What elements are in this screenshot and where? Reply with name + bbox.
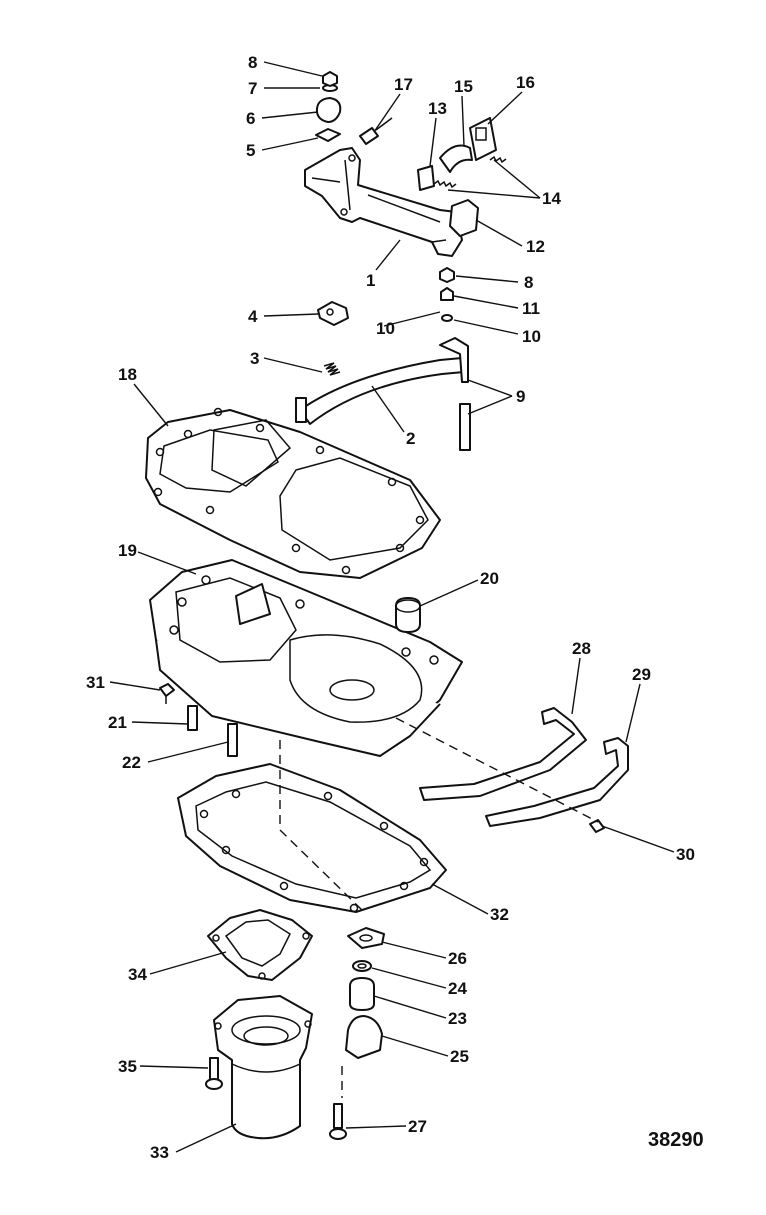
callout-26: 25 (450, 1047, 469, 1066)
callout-36: 35 (118, 1057, 137, 1076)
part-36-screw (205, 1057, 223, 1090)
part-17-plate (469, 117, 497, 161)
part-27-plate (347, 927, 385, 949)
part-16-cam (439, 144, 473, 173)
part-8-nut-top (322, 71, 338, 87)
callout-11: 10 (376, 319, 395, 338)
callout-17: 16 (516, 73, 535, 92)
part-14-clip (417, 165, 435, 191)
callout-18: 17 (394, 75, 413, 94)
part-25-washer (352, 960, 372, 972)
callout-13: 12 (526, 237, 545, 256)
callout-33: 32 (490, 905, 509, 924)
callout-24: 23 (448, 1009, 467, 1028)
part-35-gasket (207, 909, 313, 981)
callout-34: 33 (150, 1143, 169, 1162)
callout-4: 4 (248, 307, 258, 326)
callout-1: 1 (366, 271, 375, 290)
part-33-lower-gasket (177, 763, 447, 913)
part-20-adapter-plate (149, 559, 463, 757)
part-28-screw (329, 1103, 347, 1140)
callout-31: 30 (676, 845, 695, 864)
part-19-top-gasket (145, 407, 441, 579)
part-32-screw (159, 683, 175, 704)
callout-2: 2 (406, 429, 415, 448)
callout-7: 7 (248, 79, 257, 98)
figure-number: 38290 (648, 1129, 704, 1151)
part-29-bracket (419, 707, 587, 801)
callout-22: 21 (108, 713, 127, 732)
part-4-bracket (317, 301, 349, 326)
callout-30: 29 (632, 665, 651, 684)
callout-19: 18 (118, 365, 137, 384)
callout-14: 13 (428, 99, 447, 118)
part-6-bushing (315, 97, 342, 123)
callout-21: 20 (480, 569, 499, 588)
part-23-stud (227, 723, 238, 757)
part-13-block (449, 199, 479, 237)
part-24-bushing (349, 977, 375, 1011)
leader-lines (109, 61, 675, 1153)
part-1-bracket (304, 147, 463, 257)
part-31-screw (589, 819, 605, 833)
alignment-line-a (279, 740, 363, 911)
part-10-washer (441, 314, 453, 322)
callout-23: 22 (122, 753, 141, 772)
part-18-screw (359, 117, 393, 145)
callout-32: 31 (86, 673, 105, 692)
part-12-washer (440, 287, 454, 301)
part-2-link-arm (295, 357, 465, 425)
part-15-springs (433, 155, 507, 189)
callout-25: 24 (448, 979, 467, 998)
callout-10: 10 (522, 327, 541, 346)
part-30-bracket (485, 737, 629, 827)
callout-16: 15 (454, 77, 473, 96)
callout-5: 5 (246, 141, 255, 160)
callout-12: 11 (522, 299, 540, 318)
part-34-housing (213, 995, 313, 1140)
callout-27: 26 (448, 949, 467, 968)
part-3-spring (323, 362, 341, 376)
part-9-rods (439, 337, 471, 451)
callout-29: 28 (572, 639, 591, 658)
callout-6: 6 (246, 109, 255, 128)
alignment-line-b (395, 717, 599, 823)
part-26-clamp (345, 1015, 383, 1059)
part-5-plate (315, 128, 341, 142)
callout-15: 14 (542, 189, 561, 208)
callout-8b: 8 (524, 273, 533, 292)
part-8-nut-mid (439, 267, 455, 283)
part-21-bushing (395, 597, 421, 633)
callout-8a: 8 (248, 53, 257, 72)
callout-20: 19 (118, 541, 137, 560)
callout-labels: 8 7 6 5 17 13 15 16 14 12 1 8 11 10 10 4… (86, 53, 704, 1162)
callout-28: 27 (408, 1117, 427, 1136)
part-22-stud (187, 705, 198, 731)
callout-3: 3 (250, 349, 259, 368)
callout-9-label: 9 (516, 387, 525, 406)
callout-35: 34 (128, 965, 147, 984)
